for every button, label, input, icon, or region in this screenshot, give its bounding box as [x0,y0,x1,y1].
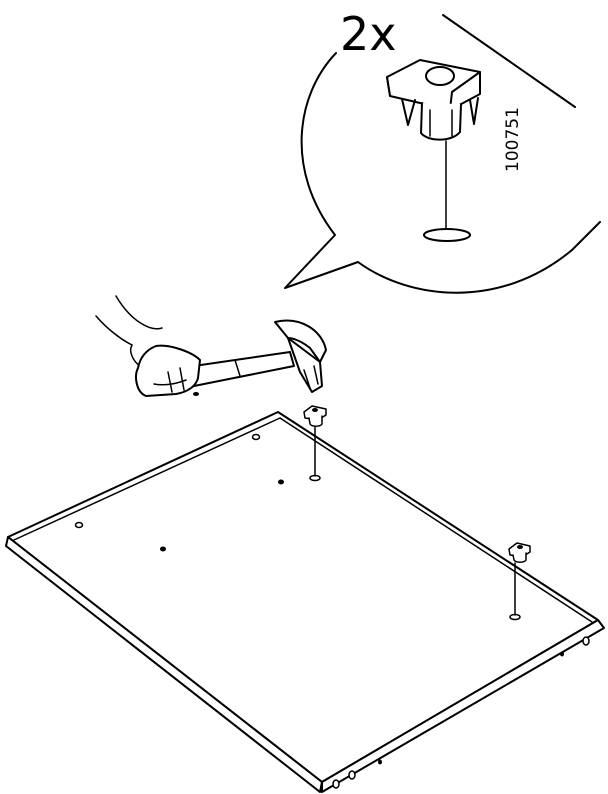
detail-callout: 2x 100751 [285,7,600,293]
quantity-label: 2x [340,7,397,61]
hand-with-hammer-icon [96,296,326,396]
t-nut-right-icon [509,543,530,562]
detail-hole [424,229,470,241]
t-nut-left-icon [304,406,326,426]
panel-top-face [8,412,598,782]
part-number: 100751 [503,107,523,172]
